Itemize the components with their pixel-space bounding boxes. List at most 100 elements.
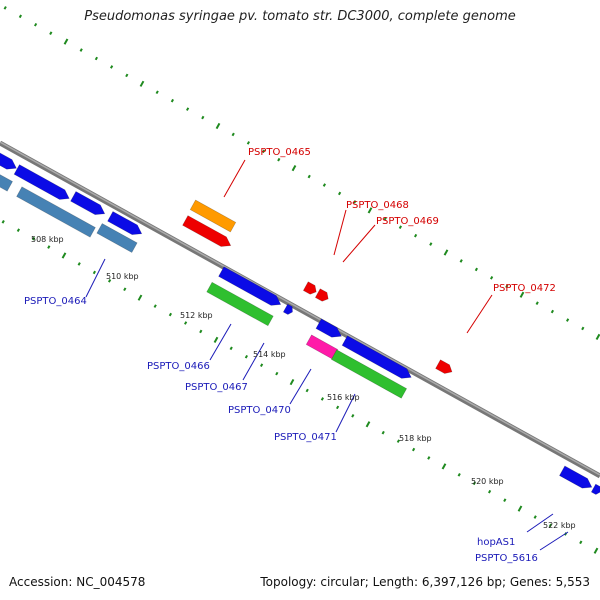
cds-feature-pspto-0469[interactable] (314, 288, 330, 304)
cds-feature-hopas1[interactable] (559, 465, 594, 492)
minor-tick (92, 270, 97, 275)
minor-tick (565, 318, 570, 322)
scale-label: 512 kbp (180, 311, 213, 320)
major-tick (441, 463, 447, 470)
minor-tick (581, 326, 585, 331)
major-tick (137, 294, 143, 301)
gene-labels[interactable]: PSPTO_0465 PSPTO_0468 PSPTO_0469 PSPTO_0… (24, 147, 556, 564)
minor-tick (335, 405, 340, 410)
major-tick (593, 547, 599, 554)
minor-tick (168, 312, 173, 317)
major-tick (291, 165, 297, 172)
genome-backbone-highlight (0, 141, 600, 476)
map-title: Pseudomonas syringae pv. tomato str. DC3… (84, 9, 516, 24)
minor-tick (427, 456, 431, 460)
gene-label-hopas1[interactable]: hopAS1 (477, 537, 515, 548)
minor-tick (305, 388, 309, 393)
gene-label-pspto-0464[interactable]: PSPTO_0464 (24, 296, 87, 307)
scale-label: 518 kbp (399, 434, 432, 443)
minor-tick (229, 346, 233, 351)
major-tick (519, 291, 525, 298)
minor-tick (31, 236, 36, 241)
minor-tick (550, 309, 555, 314)
minor-tick (489, 276, 494, 280)
cds-feature-pspto-0468[interactable] (302, 281, 318, 297)
minor-tick (320, 397, 325, 401)
minor-tick (535, 301, 539, 305)
genome-summary-text: Topology: circular; Length: 6,397,126 bp… (260, 575, 590, 589)
minor-tick (49, 31, 53, 35)
cds-feature[interactable] (182, 215, 234, 251)
minor-tick (199, 329, 203, 334)
inner-tick-track (1, 219, 599, 554)
minor-tick (307, 174, 311, 179)
gene-label-pspto-5616[interactable]: PSPTO_5616 (475, 553, 538, 564)
gene-label-pspto-0470[interactable]: PSPTO_0470 (228, 405, 291, 416)
minor-tick (3, 6, 7, 10)
gene-label-pspto-0466[interactable]: PSPTO_0466 (147, 361, 210, 372)
minor-tick (259, 363, 264, 367)
gene-label-pspto-0471[interactable]: PSPTO_0471 (274, 432, 337, 443)
cds-feature[interactable] (0, 172, 13, 192)
minor-tick (411, 447, 416, 452)
label-leaders (85, 159, 569, 551)
minor-tick (261, 149, 266, 154)
cds-feature[interactable] (341, 335, 414, 382)
cds-feature[interactable] (590, 483, 600, 496)
outer-tick-track (3, 6, 600, 340)
gene-label-pspto-0468[interactable]: PSPTO_0468 (346, 200, 409, 211)
minor-tick (244, 354, 249, 359)
cds-feature[interactable] (96, 223, 138, 253)
major-tick (517, 505, 523, 512)
gene-label-pspto-0472[interactable]: PSPTO_0472 (493, 283, 556, 294)
cds-feature-pspto-0471[interactable] (330, 349, 408, 399)
scale-label: 520 kbp (471, 477, 504, 486)
gene-label-pspto-0465[interactable]: PSPTO_0465 (248, 147, 311, 158)
cds-feature-pspto-0470[interactable] (305, 334, 339, 360)
scale-label: 522 kbp (543, 521, 576, 530)
cds-feature[interactable] (16, 186, 96, 238)
cds-feature[interactable] (282, 303, 294, 316)
minor-tick (94, 56, 99, 61)
minor-tick (18, 14, 23, 19)
minor-tick (396, 439, 401, 443)
gene-features[interactable] (0, 150, 600, 496)
cds-feature-pspto-0472[interactable] (435, 359, 455, 377)
cds-feature[interactable] (13, 164, 72, 204)
minor-tick (337, 191, 342, 196)
cds-feature[interactable] (0, 150, 19, 173)
minor-tick (155, 90, 159, 95)
scale-label: 508 kbp (31, 235, 64, 244)
minor-tick (183, 321, 188, 325)
genome-backbone (0, 140, 600, 479)
minor-tick (277, 157, 281, 162)
minor-tick (487, 489, 492, 494)
major-tick (139, 80, 145, 87)
minor-tick (353, 200, 357, 204)
cds-feature[interactable] (315, 318, 344, 341)
cds-feature[interactable] (70, 191, 108, 218)
cds-feature[interactable] (107, 211, 145, 238)
minor-tick (474, 267, 479, 272)
cds-feature-pspto-0466[interactable] (218, 266, 284, 310)
gene-label-pspto-0467[interactable]: PSPTO_0467 (185, 382, 248, 393)
scale-label: 514 kbp (253, 350, 286, 359)
major-tick (595, 333, 600, 340)
minor-tick (170, 98, 175, 103)
minor-tick (79, 48, 83, 52)
minor-tick (383, 216, 387, 221)
cds-feature-pspto-0465[interactable] (189, 199, 237, 233)
major-tick (365, 421, 371, 428)
minor-tick (457, 473, 461, 477)
major-tick (367, 207, 373, 214)
minor-tick (505, 284, 509, 289)
minor-tick (381, 430, 385, 435)
minor-tick (472, 481, 477, 486)
minor-tick (503, 498, 507, 502)
scale-labels: 508 kbp 510 kbp 512 kbp 514 kbp 516 kbp … (31, 235, 576, 530)
gene-label-pspto-0469[interactable]: PSPTO_0469 (376, 216, 439, 227)
cds-feature-pspto-0467[interactable] (206, 281, 274, 327)
minor-tick (123, 287, 127, 292)
minor-tick (246, 141, 251, 145)
